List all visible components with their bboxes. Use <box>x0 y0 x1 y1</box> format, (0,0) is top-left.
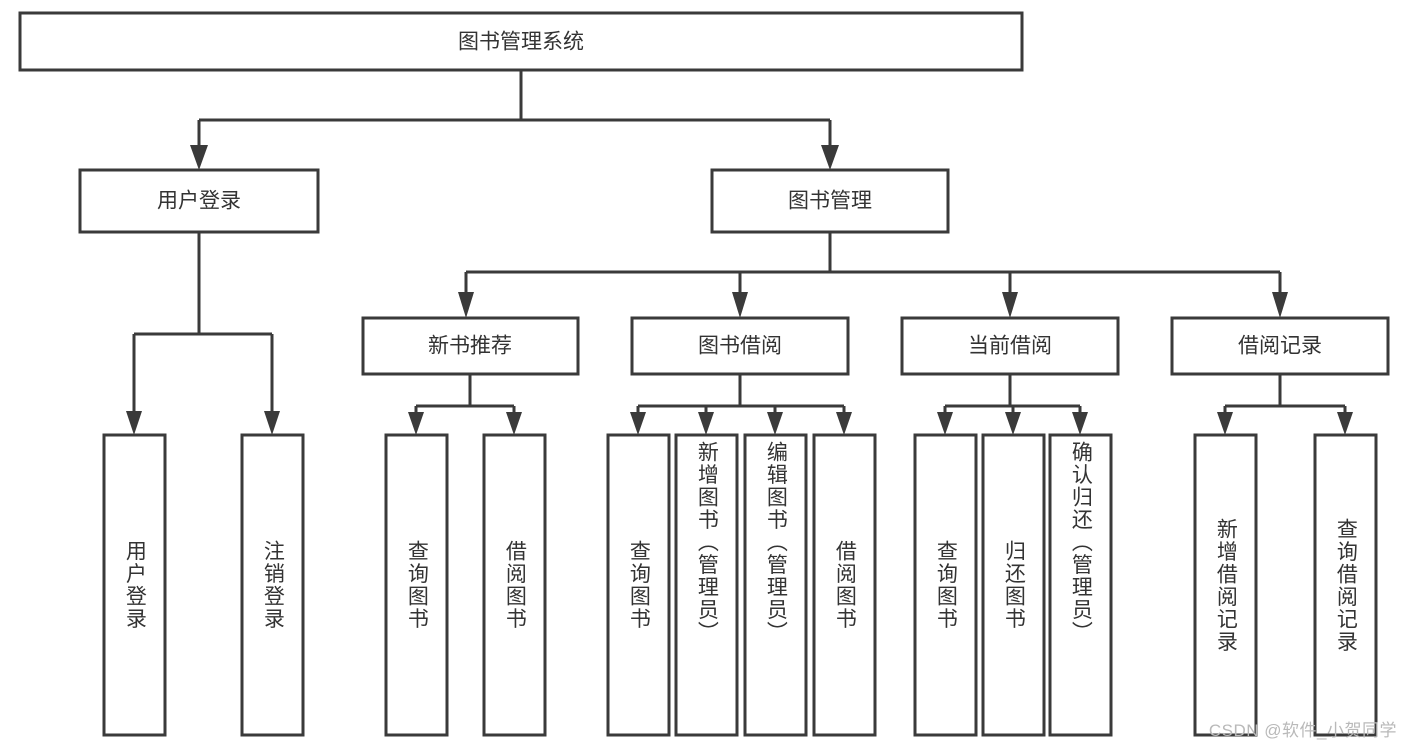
leaf-box-add-book[interactable] <box>674 433 739 737</box>
arrow-leaf-query-book-1 <box>408 412 424 435</box>
arrow-to-user-login <box>190 145 208 170</box>
node-root-label: 图书管理系统 <box>458 31 584 54</box>
leaf-box-confirm-return[interactable] <box>1048 433 1113 737</box>
arrow-leaf-edit-book <box>767 412 783 435</box>
arrow-to-book-manage <box>821 145 839 170</box>
arrow-leaf-return-book <box>1005 412 1021 435</box>
arrow-leaf-confirm-return <box>1072 412 1088 435</box>
arrow-leaf-add-book <box>698 412 714 435</box>
arrow-to-borrow-record <box>1272 292 1288 318</box>
leaf-boxes-layer <box>102 433 1378 737</box>
node-book-borrow-label: 图书借阅 <box>698 335 782 358</box>
arrow-leaf-query-record <box>1337 412 1353 435</box>
leaf-box-borrow-book-1[interactable] <box>482 433 547 737</box>
arrow-to-current-borrow <box>1002 292 1018 318</box>
arrow-to-book-borrow <box>732 292 748 318</box>
leaf-box-return-book[interactable] <box>981 433 1046 737</box>
node-new-book-recommend-label: 新书推荐 <box>428 335 512 358</box>
watermark-text: CSDN @软件_小贺同学 <box>1208 721 1397 740</box>
node-root-box[interactable] <box>18 11 1024 72</box>
connectors-layer <box>126 70 1353 435</box>
node-book-manage[interactable]: 图书管理 <box>710 168 950 234</box>
arrow-to-new-book-recommend <box>458 292 474 318</box>
leaf-box-query-book-3[interactable] <box>913 433 978 737</box>
leaf-box-query-book-2[interactable] <box>606 433 671 737</box>
node-borrow-record[interactable]: 借阅记录 <box>1170 316 1390 376</box>
node-book-borrow[interactable]: 图书借阅 <box>630 316 850 376</box>
node-new-book-recommend[interactable]: 新书推荐 <box>361 316 580 376</box>
leaf-box-logout-login[interactable] <box>240 433 305 737</box>
arrow-leaf-add-record <box>1217 412 1233 435</box>
node-current-borrow-box[interactable] <box>900 316 1120 376</box>
arrow-leaf-borrow-book-1 <box>506 412 522 435</box>
node-borrow-record-box[interactable] <box>1170 316 1390 376</box>
leaf-box-query-book-1[interactable] <box>384 433 449 737</box>
node-book-manage-label: 图书管理 <box>788 190 872 213</box>
arrow-leaf-user-login <box>126 411 142 435</box>
node-user-login-box[interactable] <box>78 168 320 234</box>
leaf-box-add-record[interactable] <box>1193 433 1258 737</box>
leaf-box-query-record[interactable] <box>1313 433 1378 737</box>
node-borrow-record-label: 借阅记录 <box>1238 335 1322 358</box>
node-book-manage-box[interactable] <box>710 168 950 234</box>
node-new-book-recommend-box[interactable] <box>361 316 580 376</box>
arrow-leaf-query-book-3 <box>937 412 953 435</box>
node-root[interactable]: 图书管理系统 <box>18 11 1024 72</box>
arrow-leaf-borrow-book-2 <box>836 412 852 435</box>
leaf-box-edit-book[interactable] <box>743 433 808 737</box>
node-user-login-label: 用户登录 <box>157 190 241 213</box>
node-current-borrow-label: 当前借阅 <box>968 335 1052 358</box>
arrow-leaf-logout-login <box>264 411 280 435</box>
node-current-borrow[interactable]: 当前借阅 <box>900 316 1120 376</box>
arrow-leaf-query-book-2 <box>630 412 646 435</box>
leaf-box-user-login[interactable] <box>102 433 167 737</box>
node-book-borrow-box[interactable] <box>630 316 850 376</box>
leaf-box-borrow-book-2[interactable] <box>812 433 877 737</box>
node-user-login[interactable]: 用户登录 <box>78 168 320 234</box>
